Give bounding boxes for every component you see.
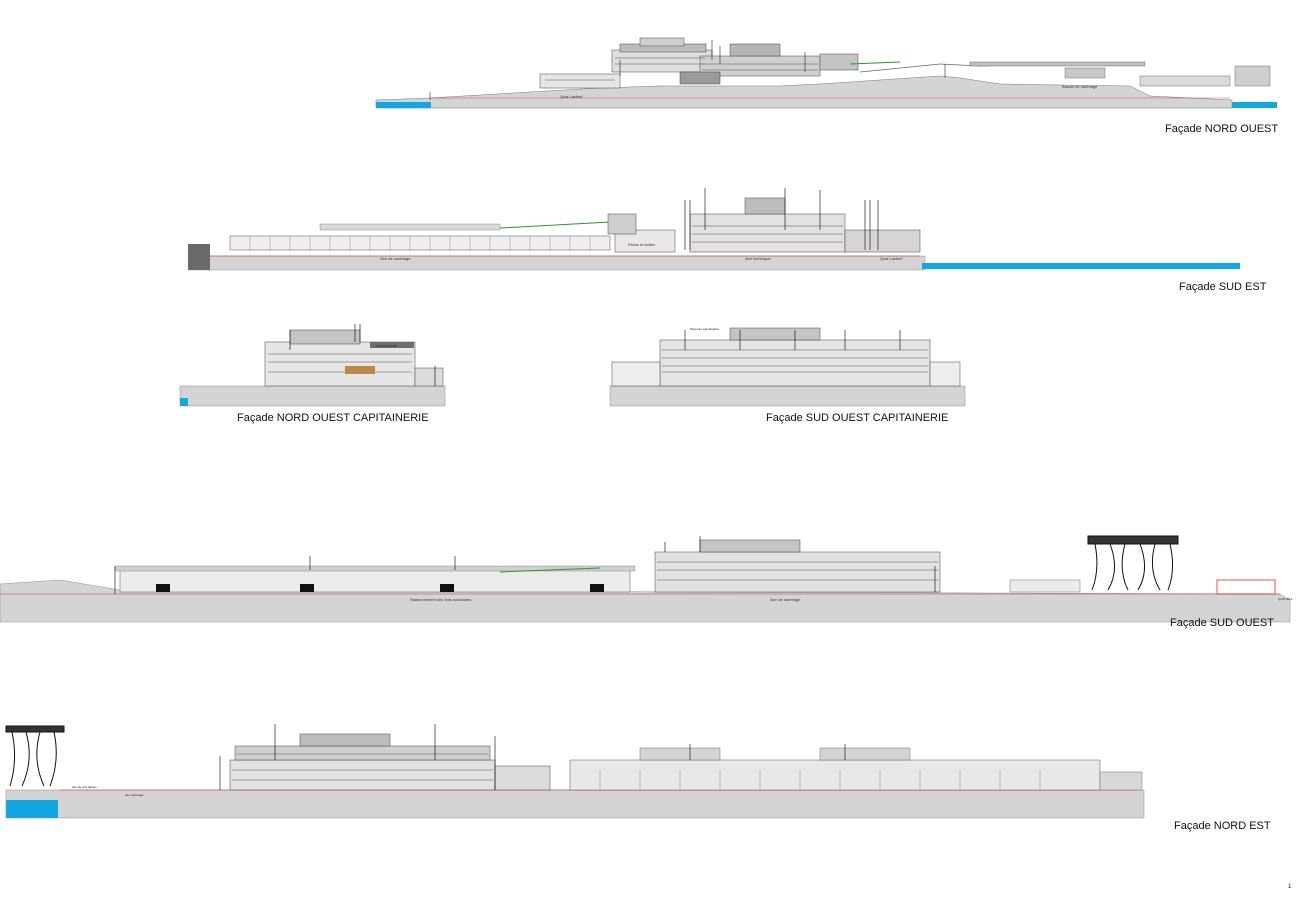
title-facade-nord-ouest: Façade NORD OUEST bbox=[1165, 123, 1279, 135]
building-block bbox=[539, 73, 621, 89]
note-label: Aire de carénage bbox=[770, 597, 801, 602]
building-block bbox=[1139, 75, 1231, 87]
elevation-nord-ouest-capitainerie: CAPITAINERIE bbox=[179, 324, 446, 407]
boat-lift bbox=[5, 725, 65, 787]
building-block bbox=[729, 327, 821, 341]
ground-profile bbox=[5, 789, 1145, 819]
building-block bbox=[611, 49, 713, 73]
boat-shed bbox=[569, 759, 1101, 791]
water-left bbox=[180, 398, 188, 406]
title-facade-nord-ouest-capitainerie: Façade NORD OUEST CAPITAINERIE bbox=[237, 412, 429, 424]
title-facade-sud-ouest-capitainerie: Façade SUD OUEST CAPITAINERIE bbox=[766, 412, 949, 424]
note-label: Aire technique bbox=[745, 256, 771, 261]
shed-bays bbox=[249, 236, 591, 250]
title-facade-sud-ouest: Façade SUD OUEST bbox=[1170, 617, 1274, 629]
building-block bbox=[699, 539, 801, 553]
water-left bbox=[6, 800, 58, 818]
building-block bbox=[844, 229, 921, 253]
pier bbox=[1064, 67, 1106, 79]
vegetation-line bbox=[499, 567, 601, 573]
elevation-sud-ouest-capitainerie: Panneau signalisation bbox=[609, 327, 966, 407]
building-block bbox=[289, 329, 361, 345]
note-label: Aire de carénage bbox=[380, 256, 411, 261]
building-block bbox=[494, 765, 551, 791]
ground-profile bbox=[609, 385, 966, 407]
water-right bbox=[1232, 102, 1277, 108]
title-facade-nord-est: Façade NORD EST bbox=[1174, 820, 1271, 832]
building-block bbox=[1009, 579, 1081, 593]
note-label: Panneau signalisation bbox=[690, 327, 720, 331]
building-block bbox=[1099, 771, 1143, 791]
boat-shed bbox=[229, 235, 611, 251]
elevation-nord-est: aire de port départ aire carénage bbox=[5, 724, 1145, 819]
elevation-nord-ouest: Quai Lacleuf Bassin de carénage bbox=[375, 37, 1277, 109]
building-block bbox=[229, 759, 496, 791]
building-block bbox=[414, 367, 444, 387]
building-block bbox=[929, 361, 961, 387]
building-block bbox=[607, 213, 637, 235]
annotation-leaders bbox=[219, 724, 846, 790]
canopy bbox=[819, 747, 911, 761]
note-label: Bassin de carénage bbox=[1062, 84, 1098, 89]
building-block bbox=[614, 229, 676, 253]
annotation-leaders bbox=[289, 324, 436, 386]
window-rows bbox=[545, 57, 818, 81]
title-facade-sud-est: Façade SUD EST bbox=[1179, 281, 1267, 293]
vegetation-line bbox=[499, 221, 611, 229]
ground-profile bbox=[179, 385, 446, 407]
elevation-sud-est: Aire de carénage Aire technique Quai Lac… bbox=[188, 188, 1240, 271]
canopy bbox=[114, 565, 636, 572]
building-block bbox=[234, 745, 491, 761]
capitainerie-sign: CAPITAINERIE bbox=[376, 344, 397, 348]
page-number: 1 bbox=[1288, 884, 1292, 890]
pier bbox=[969, 61, 1146, 67]
note-label: aire de port départ bbox=[72, 785, 97, 789]
red-frame bbox=[1216, 579, 1276, 595]
building-block bbox=[654, 551, 941, 593]
canopy bbox=[319, 223, 501, 231]
ground-profile bbox=[375, 75, 1233, 109]
note-label: aire carénage bbox=[125, 793, 144, 797]
water-left bbox=[376, 102, 431, 108]
building-block bbox=[299, 733, 391, 747]
window-rows bbox=[657, 561, 938, 581]
window-rows bbox=[268, 353, 412, 373]
note-label: Pleins et boites bbox=[628, 242, 655, 247]
elevation-sud-ouest: Stationnement des îlots nodulaires Aire … bbox=[0, 535, 1292, 623]
annotation-leaders bbox=[114, 536, 936, 594]
building-block bbox=[611, 361, 661, 387]
annotation-leaders bbox=[684, 330, 901, 350]
window-rows bbox=[692, 225, 843, 243]
ground-profile bbox=[189, 255, 926, 271]
window-rows bbox=[232, 753, 493, 781]
annotation-leaders bbox=[429, 40, 946, 100]
building-block bbox=[1234, 65, 1271, 87]
retaining-wall bbox=[188, 244, 210, 270]
annotation-leaders bbox=[684, 188, 879, 250]
building-block bbox=[639, 37, 685, 47]
building-block bbox=[679, 71, 721, 85]
shed-bays bbox=[599, 770, 1041, 790]
dark-openings bbox=[156, 584, 604, 592]
note-label: Stationnement des îlots nodulaires bbox=[410, 597, 471, 602]
building-block bbox=[819, 53, 859, 71]
stair bbox=[345, 366, 375, 374]
note-label: Quai Lacleuf bbox=[560, 94, 583, 99]
boat-lift bbox=[1087, 535, 1179, 591]
canopy bbox=[639, 747, 721, 761]
building-block bbox=[744, 197, 786, 215]
boat-shed bbox=[119, 569, 631, 593]
vegetation-line bbox=[849, 61, 901, 65]
note-label: QUAI DES bbox=[1278, 597, 1292, 601]
building-block bbox=[264, 341, 416, 387]
note-label: Quai Lacleuf bbox=[880, 256, 903, 261]
roof-sign bbox=[370, 342, 414, 348]
water-right bbox=[922, 263, 1240, 269]
building-block bbox=[729, 43, 781, 57]
building-block bbox=[689, 213, 846, 253]
